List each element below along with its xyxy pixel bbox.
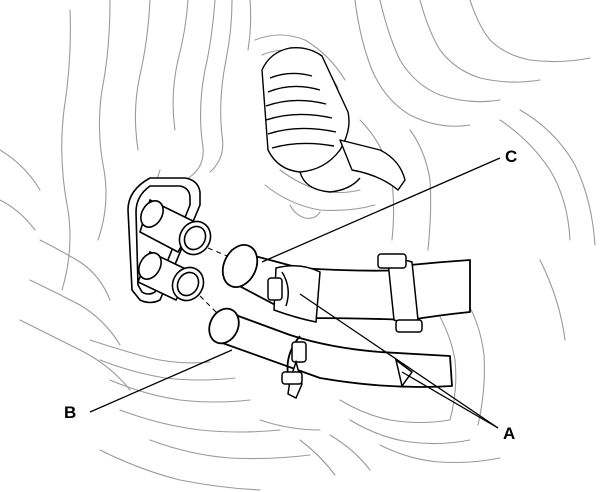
leader-line-a-2	[401, 371, 499, 429]
leader-lines	[89, 157, 501, 429]
callout-label-c: C	[505, 147, 518, 166]
leader-line-b	[89, 349, 233, 413]
axle-boot	[261, 46, 406, 193]
hose-c-clamp-inner	[267, 265, 321, 323]
upper-cooler-pipe	[139, 198, 212, 256]
callout-label-b: B	[64, 403, 77, 422]
callout-label-a: A	[503, 424, 516, 443]
hose-c-clamp-outer	[377, 253, 423, 333]
hose-b	[208, 307, 453, 389]
leader-line-c	[261, 157, 501, 263]
lower-cooler-pipe	[136, 250, 205, 302]
hose-c	[221, 244, 471, 321]
leader-line-a-1	[299, 293, 499, 429]
